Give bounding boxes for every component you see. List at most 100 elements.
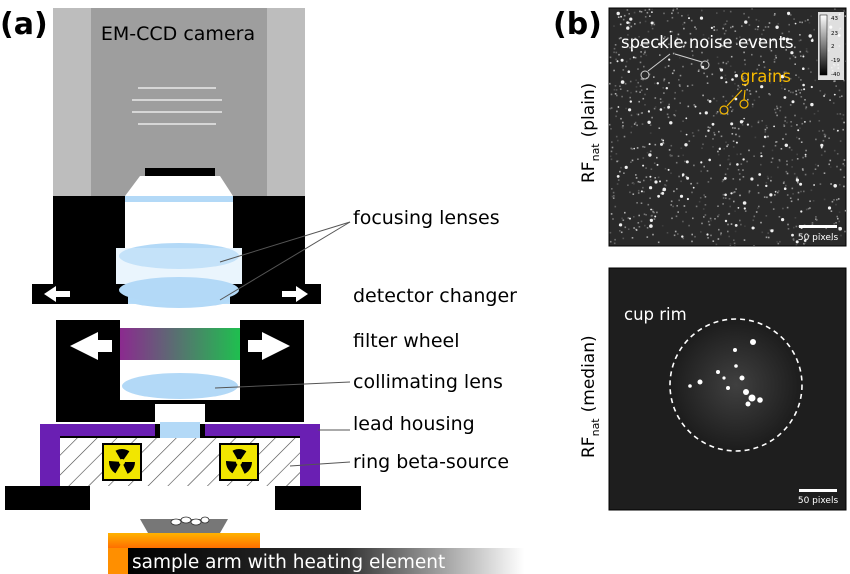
speckle-event: [758, 173, 762, 176]
noise-pixel: [729, 42, 731, 45]
speckle-event: [759, 37, 762, 41]
noise-pixel: [830, 238, 833, 241]
noise-pixel: [713, 133, 716, 136]
noise-pixel: [794, 217, 797, 219]
noise-pixel: [615, 135, 618, 138]
noise-pixel: [670, 172, 672, 174]
speckle-event: [820, 146, 823, 149]
noise-pixel: [644, 224, 646, 227]
noise-pixel: [613, 47, 616, 50]
noise-pixel: [784, 116, 787, 119]
noise-pixel: [630, 125, 633, 128]
noise-pixel: [788, 30, 790, 33]
noise-pixel: [615, 115, 617, 118]
noise-pixel: [624, 211, 626, 214]
noise-pixel: [740, 163, 743, 165]
noise-pixel: [637, 158, 639, 160]
noise-pixel: [640, 89, 643, 92]
noise-pixel: [835, 203, 837, 206]
noise-pixel: [804, 20, 807, 22]
speckle-event: [620, 15, 622, 18]
speckle-event: [699, 112, 702, 115]
noise-pixel: [639, 91, 641, 93]
speckle-event: [685, 133, 688, 136]
noise-pixel: [819, 90, 822, 92]
noise-pixel: [809, 200, 811, 202]
noise-pixel: [621, 217, 623, 220]
noise-pixel: [653, 162, 656, 164]
noise-pixel: [645, 214, 647, 216]
noise-pixel: [802, 54, 805, 56]
noise-pixel: [844, 15, 846, 17]
noise-pixel: [835, 85, 837, 87]
noise-pixel: [728, 155, 730, 157]
noise-pixel: [734, 71, 736, 73]
sample-arm: sample arm with heating element: [108, 516, 524, 574]
noise-pixel: [633, 227, 635, 229]
noise-pixel: [820, 154, 823, 156]
noise-pixel: [760, 163, 762, 166]
noise-pixel: [838, 211, 841, 213]
noise-pixel: [615, 153, 618, 155]
noise-pixel: [643, 43, 645, 45]
noise-pixel: [804, 242, 807, 244]
speckle-event: [685, 160, 689, 164]
noise-pixel: [795, 93, 798, 96]
speckle-event: [704, 111, 708, 115]
noise-pixel: [626, 9, 629, 11]
noise-pixel: [796, 158, 799, 160]
noise-pixel: [748, 149, 750, 152]
noise-pixel: [799, 21, 801, 23]
noise-pixel: [700, 170, 702, 173]
label-detector-changer: detector changer: [353, 285, 517, 307]
noise-pixel: [790, 200, 793, 203]
speckle-event: [667, 168, 670, 171]
noise-pixel: [722, 44, 724, 47]
noise-pixel: [833, 149, 836, 152]
noise-pixel: [624, 226, 627, 229]
noise-pixel: [829, 99, 831, 101]
noise-pixel: [622, 125, 624, 127]
noise-pixel: [702, 143, 704, 146]
noise-pixel: [610, 107, 613, 109]
noise-pixel: [706, 170, 709, 172]
noise-pixel: [742, 78, 744, 80]
noise-pixel: [661, 36, 663, 38]
speckle-event: [799, 182, 803, 186]
noise-pixel: [665, 179, 668, 182]
noise-pixel: [792, 238, 795, 240]
noise-pixel: [622, 121, 624, 124]
noise-pixel: [645, 167, 647, 169]
noise-pixel: [672, 205, 674, 208]
noise-pixel: [805, 107, 807, 110]
noise-pixel: [687, 14, 689, 17]
speckle-event: [823, 95, 825, 97]
noise-pixel: [611, 146, 614, 149]
noise-pixel: [692, 217, 694, 220]
noise-pixel: [652, 233, 654, 236]
noise-pixel: [727, 60, 729, 63]
noise-pixel: [810, 189, 813, 192]
speckle-event: [725, 81, 728, 84]
noise-pixel: [610, 213, 613, 215]
noise-pixel: [743, 59, 746, 61]
noise-pixel: [651, 208, 654, 211]
label-ring-beta-source: ring beta-source: [353, 451, 509, 473]
noise-pixel: [661, 138, 663, 141]
noise-pixel: [779, 109, 781, 112]
noise-pixel: [788, 146, 791, 149]
noise-pixel: [765, 236, 768, 239]
noise-pixel: [717, 215, 719, 218]
speckle-event: [781, 218, 785, 222]
noise-pixel: [693, 164, 695, 167]
noise-pixel: [737, 84, 740, 87]
noise-pixel: [724, 74, 727, 77]
noise-pixel: [702, 208, 705, 210]
noise-pixel: [845, 43, 846, 45]
noise-pixel: [629, 46, 631, 49]
noise-pixel: [785, 184, 787, 187]
noise-pixel: [614, 44, 617, 46]
noise-pixel: [783, 124, 785, 126]
noise-pixel: [778, 159, 781, 161]
noise-pixel: [799, 127, 801, 129]
